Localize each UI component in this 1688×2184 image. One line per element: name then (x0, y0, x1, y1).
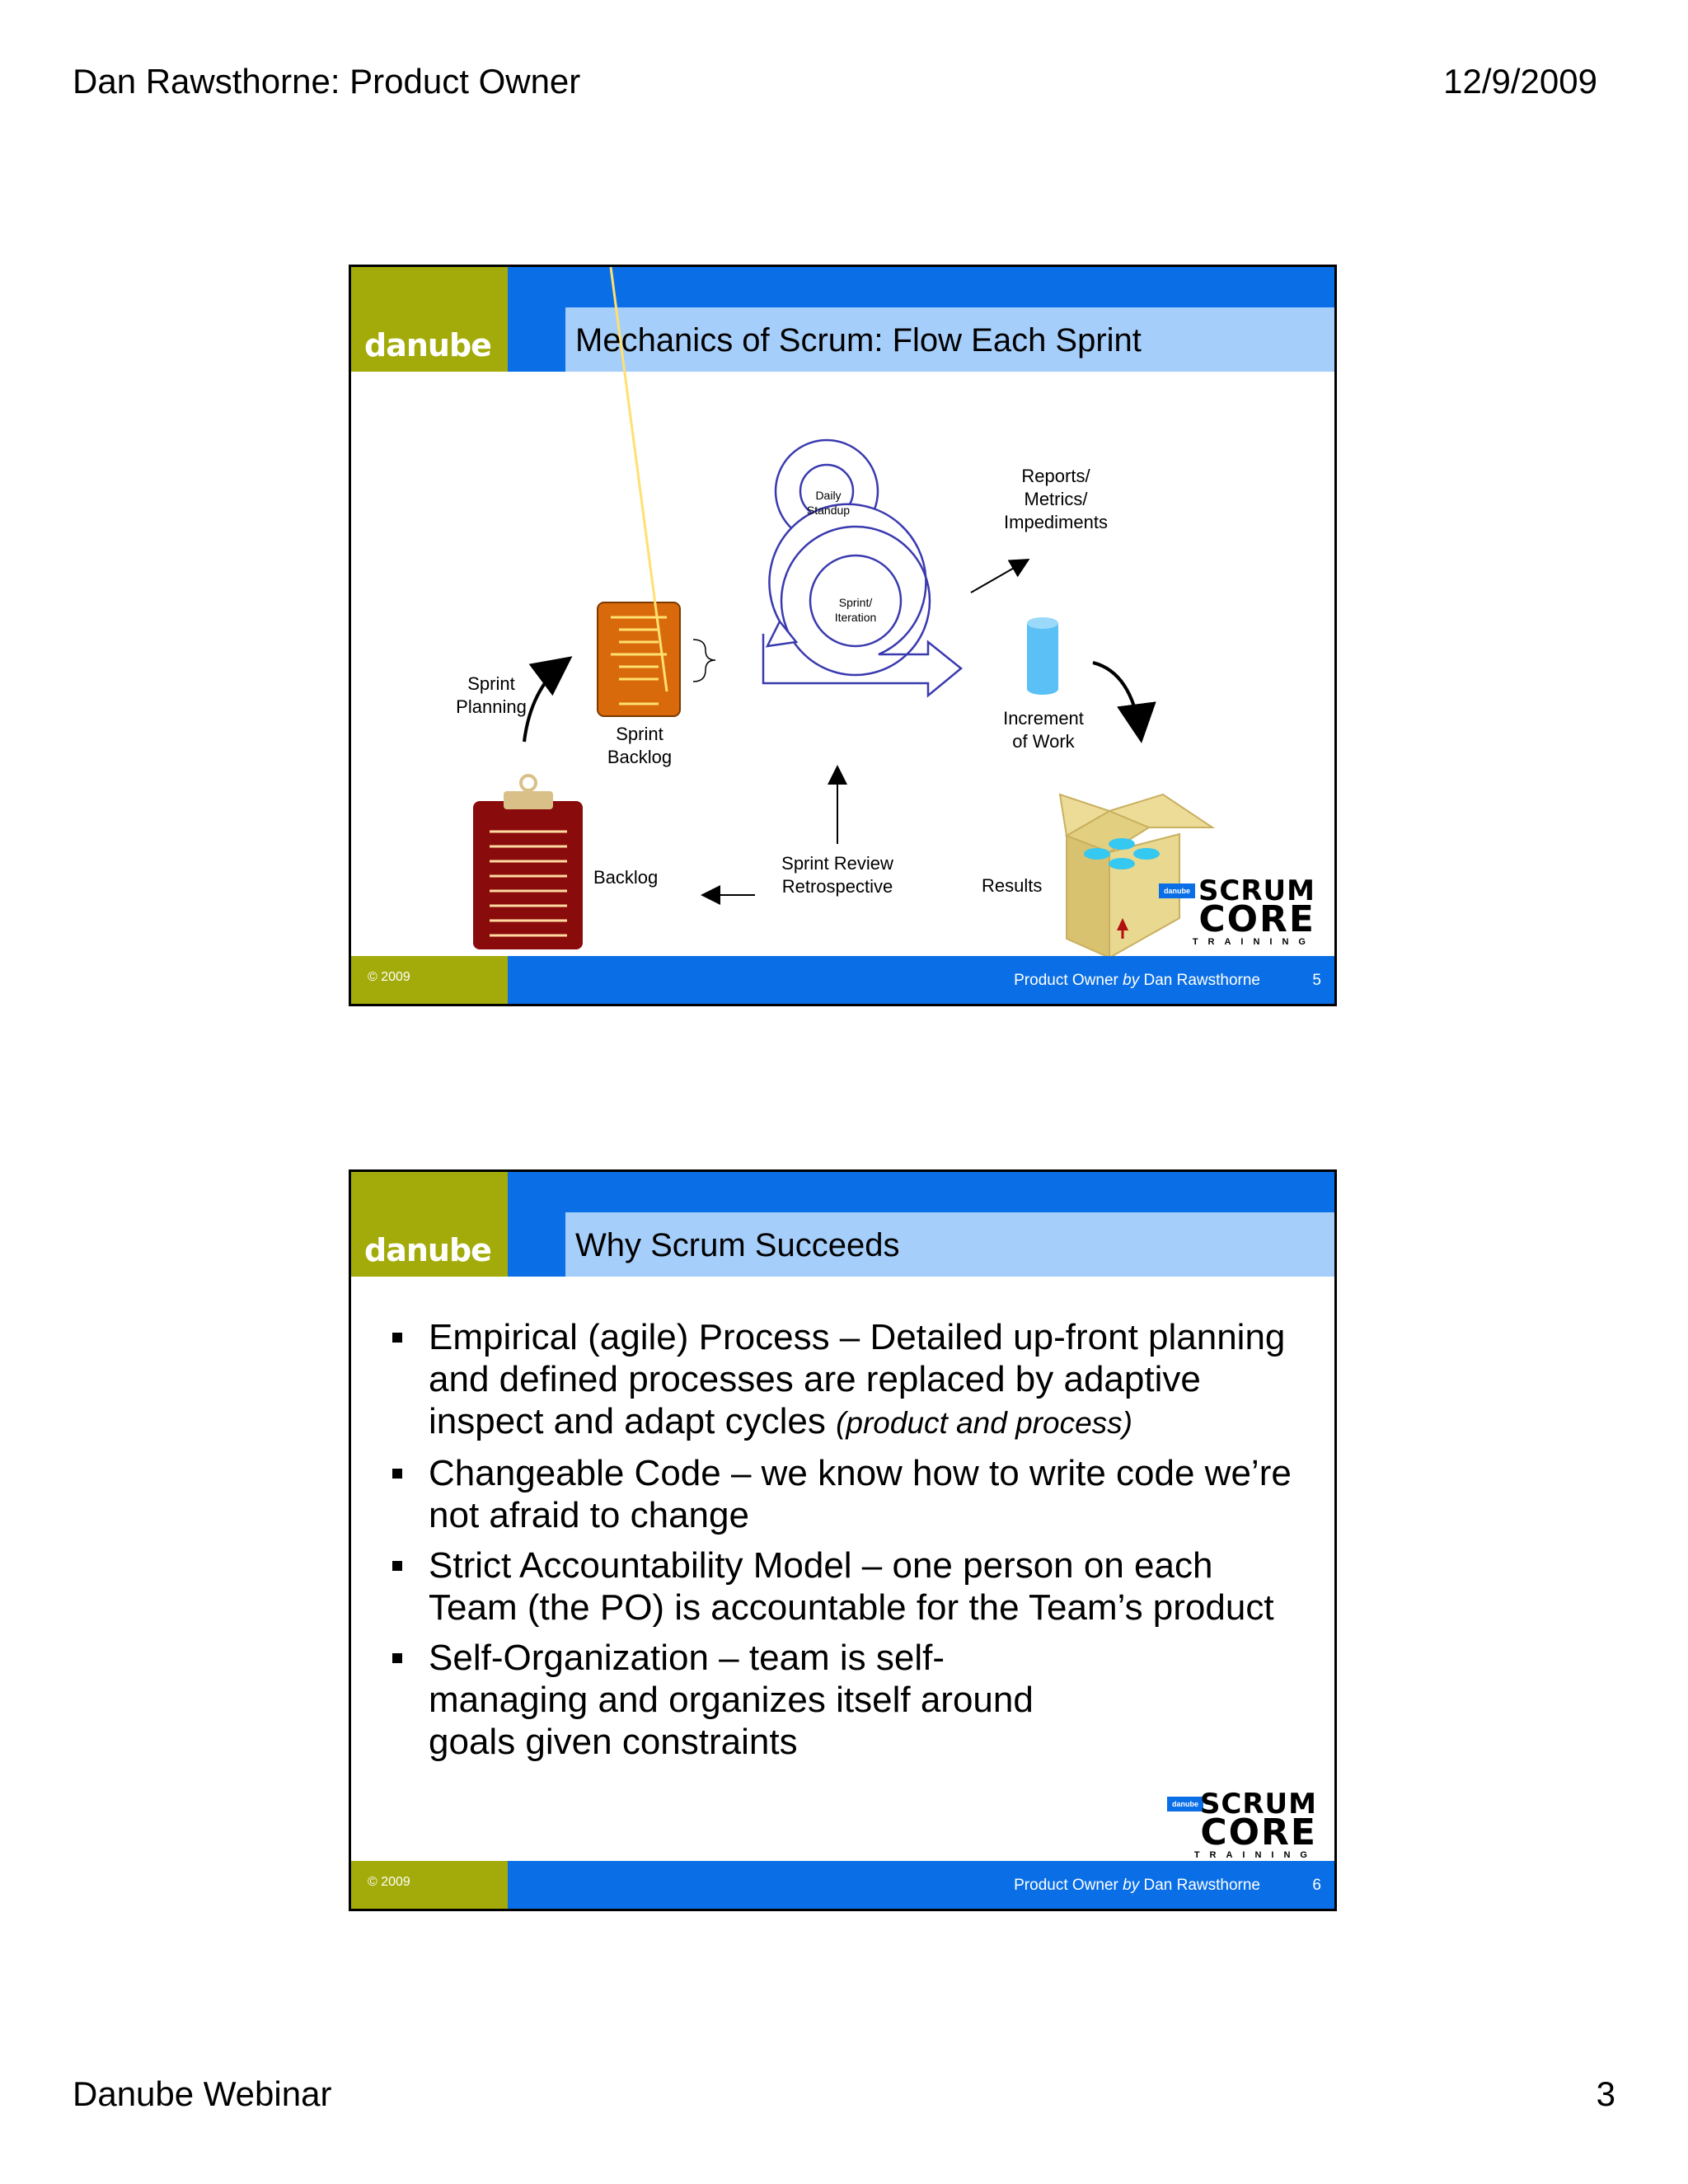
bullet-item: Strict Accountability Model – one person… (392, 1544, 1307, 1629)
label-backlog: Backlog (593, 867, 659, 888)
results-box-icon (1058, 793, 1216, 959)
bullet-item: Self-Organization – team is self-managin… (392, 1637, 1307, 1763)
slide-footer-brand-block: © 2009 (351, 1861, 508, 1909)
scrum-core-training-logo: danube SCRUM CORE TRAINING (1159, 877, 1315, 951)
slide-top-bar (508, 1172, 1334, 1212)
increment-to-results-arrow-icon (1092, 661, 1156, 743)
label-reports: Reports/Metrics/Impediments (1004, 466, 1108, 532)
slide-title-bar: Why Scrum Succeeds (565, 1212, 1334, 1277)
bullet-list: Empirical (agile) Process – Detailed up-… (392, 1316, 1307, 1771)
label-results: Results (982, 875, 1043, 896)
bullet-item: Changeable Code – we know how to write c… (392, 1452, 1307, 1536)
slide-title: Why Scrum Succeeds (575, 1227, 900, 1263)
scrum-core-training-logo: danube SCRUM CORE TRAINING (1167, 1790, 1317, 1864)
slide-footer-author: Product Owner by Dan Rawsthorne (1014, 972, 1260, 989)
danube-logo: danube (364, 327, 492, 363)
slide-footer-bar: Product Owner by Dan Rawsthorne 5 (508, 956, 1334, 1004)
reports-arrow-icon (970, 559, 1030, 593)
slide-brand-block: danube (351, 1172, 508, 1277)
slide-title-stripe (508, 307, 565, 372)
slide-footer-author: Product Owner by Dan Rawsthorne (1014, 1877, 1260, 1894)
slide-number: 5 (1312, 972, 1321, 989)
slide-title-bar: Mechanics of Scrum: Flow Each Sprint (565, 307, 1334, 372)
sprint-planning-arrow-icon (523, 656, 573, 743)
slide-footer-bar: Product Owner by Dan Rawsthorne 6 (508, 1861, 1334, 1909)
slide-title: Mechanics of Scrum: Flow Each Sprint (575, 322, 1142, 359)
sprint-backlog-document-icon (597, 267, 681, 717)
slide-top-bar (508, 267, 1334, 307)
slide-number: 6 (1312, 1877, 1321, 1894)
slide-brand-block: danube (351, 267, 508, 372)
danube-logo: danube (364, 1232, 492, 1268)
slide-6: danube Why Scrum Succeeds Empirical (agi… (349, 1169, 1337, 1911)
sprint-iteration-spiral-icon (762, 503, 963, 698)
slide-copyright: © 2009 (368, 1875, 410, 1889)
brace-icon (692, 639, 716, 682)
scrum-flow-diagram (473, 267, 1216, 959)
page-number: 3 (1596, 2074, 1615, 2113)
slide-title-stripe (508, 1212, 565, 1277)
increment-cylinder-icon (1027, 617, 1058, 695)
slide-5: danube Mechanics of Scrum: Flow Each Spr… (349, 265, 1337, 1006)
page-header-date: 12/9/2009 (1443, 62, 1597, 101)
slide-footer-brand-block: © 2009 (351, 956, 508, 1004)
page-footer-title: Danube Webinar (73, 2074, 332, 2113)
label-sprint-iteration: Sprint/Iteration (834, 596, 877, 624)
slide-copyright: © 2009 (368, 970, 410, 984)
backlog-clipboard-icon (473, 774, 583, 949)
bullet-item: Empirical (agile) Process – Detailed up-… (392, 1316, 1307, 1444)
page-header-title: Dan Rawsthorne: Product Owner (73, 62, 581, 101)
